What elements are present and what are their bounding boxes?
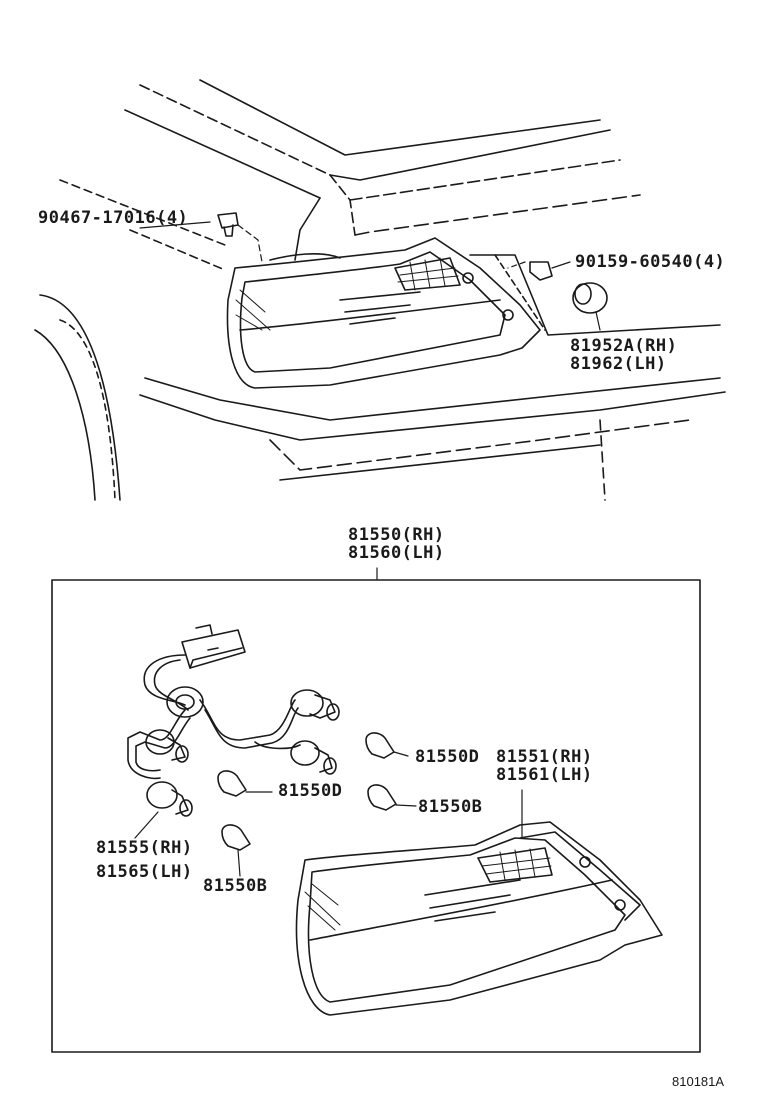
- part-label-bulb-d: 81550D: [415, 747, 480, 767]
- screw-icon: [507, 261, 571, 281]
- leader-line: [134, 811, 159, 839]
- tail-lamp-installed: [226, 237, 541, 389]
- part-label-lens-lh: 81561(LH): [496, 765, 593, 785]
- bulb-icon: [367, 784, 417, 811]
- tail-lamp-lens: [295, 789, 663, 1016]
- assembly-box: [51, 579, 701, 1053]
- vehicle-body-outline: [34, 79, 726, 501]
- socket-icon: [146, 781, 193, 817]
- part-label-lens-rh: 81551(RH): [496, 747, 593, 767]
- part-label-assembly-lh: 81560(LH): [348, 543, 445, 563]
- bulb-icon: [365, 732, 409, 759]
- socket-icon: [145, 729, 189, 763]
- part-label-screw: 90159-60540(4): [575, 252, 726, 272]
- part-label-bolt: 90467-17016(4): [38, 208, 189, 228]
- cap-icon: [572, 282, 608, 331]
- socket-icon: [290, 689, 340, 721]
- part-label-cap-rh: 81952A(RH): [570, 336, 678, 356]
- wiring-harness: [127, 624, 301, 780]
- part-label-bulb-b: 81550B: [418, 797, 483, 817]
- part-label-socket-lh: 81565(LH): [96, 862, 193, 882]
- part-label-socket-rh: 81555(RH): [96, 838, 193, 858]
- leader-line: [139, 221, 211, 229]
- part-label-bulb-d-left: 81550D: [278, 781, 343, 801]
- bulb-icon: [217, 770, 273, 797]
- socket-icon: [166, 686, 204, 718]
- part-label-assembly-rh: 81550(RH): [348, 525, 445, 545]
- socket-icon: [290, 740, 337, 775]
- bolt-icon: [217, 212, 263, 263]
- part-label-bulb-b-bottom: 81550B: [203, 876, 268, 896]
- part-label-cap-lh: 81962(LH): [570, 354, 667, 374]
- figure-code: 810181A: [672, 1074, 725, 1089]
- bulb-icon: [221, 824, 251, 877]
